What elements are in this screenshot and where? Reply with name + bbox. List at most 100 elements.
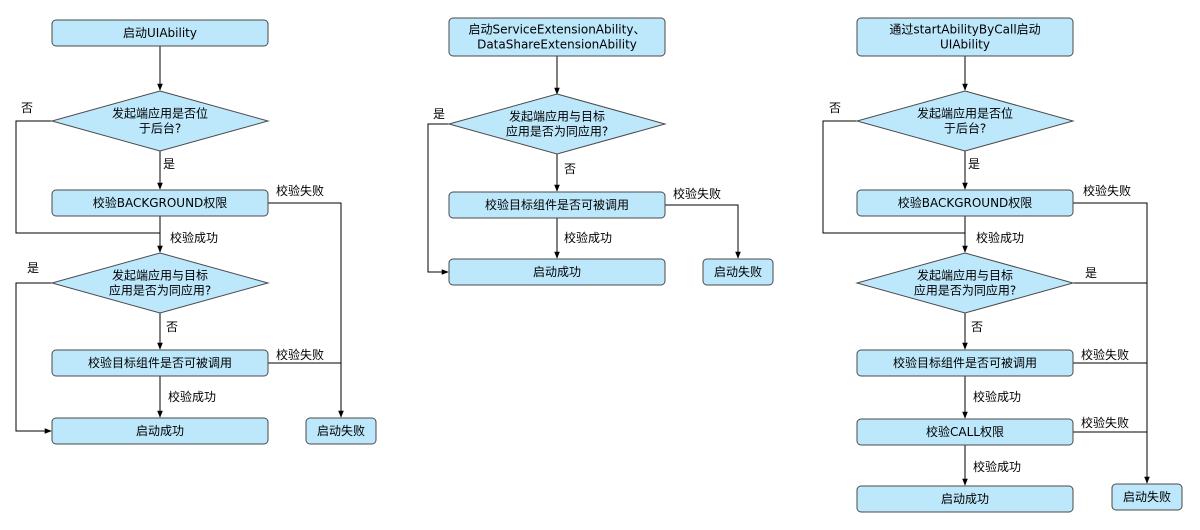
extension-start-node-line-1: DataShareExtensionAbility xyxy=(477,38,637,52)
uiability-label-no-1: 否 xyxy=(21,101,33,115)
startabilitybycall-start-node-line-1: UIAbility xyxy=(940,38,990,52)
startabilitybycall-label-fail-1: 校验失败 xyxy=(1083,183,1131,198)
connector-lines xyxy=(15,46,1150,486)
startabilitybycall-check-background-node-line-0: 校验BACKGROUND权限 xyxy=(898,195,1033,210)
extension-check-target-node: 校验目标组件是否可被调用 xyxy=(448,191,666,219)
extension-label-fail-1: 校验失败 xyxy=(673,186,721,201)
uiability-label-fail-1: 校验失败 xyxy=(276,183,324,198)
uiability-check-target-node-shape xyxy=(51,349,269,377)
extension-q-same-app-decision-shape xyxy=(447,93,667,155)
uiability-start-node-text: 启动UIAbility xyxy=(123,26,197,40)
uiability-check-target-node-line-0: 校验目标组件是否可被调用 xyxy=(88,355,232,370)
uiability-check-background-node: 校验BACKGROUND权限 xyxy=(51,189,269,217)
uiability-start-node-shape xyxy=(51,19,269,47)
extension-q-same-app-decision-line-0: 发起端应用与目标 xyxy=(509,109,605,124)
uiability-check-background-node-line-0: 校验BACKGROUND权限 xyxy=(93,195,228,210)
startabilitybycall-check-call-node-line-0: 校验CALL权限 xyxy=(926,424,1004,439)
extension-success-node-shape xyxy=(448,258,666,286)
uiability-success-node-line-0: 启动成功 xyxy=(136,424,184,438)
uiability-edge-q2-yes xyxy=(15,282,52,434)
uiability-start-node: 启动UIAbility xyxy=(51,19,269,47)
uiability-edge-q1-no xyxy=(15,120,160,234)
startabilitybycall-success-node-line-0: 启动成功 xyxy=(941,492,989,506)
startabilitybycall-fail-node-shape xyxy=(1111,483,1183,511)
uiability-q-background-decision-shape xyxy=(50,90,270,152)
extension-label-no-1: 否 xyxy=(564,162,576,176)
startabilitybycall-q-same-app-decision-shape xyxy=(855,252,1075,314)
uiability-success-node: 启动成功 xyxy=(51,417,269,445)
uiability-check-target-node-text: 校验目标组件是否可被调用 xyxy=(88,355,232,370)
startabilitybycall-check-background-node-shape xyxy=(856,189,1074,217)
startabilitybycall-q-same-app-decision-line-1: 应用是否为同应用? xyxy=(914,283,1016,298)
uiability-fail-node-shape xyxy=(305,417,377,445)
startabilitybycall-label-yes-1: 是 xyxy=(968,157,980,171)
startabilitybycall-edge-q1-no xyxy=(822,120,965,234)
startabilitybycall-check-background-node: 校验BACKGROUND权限 xyxy=(856,189,1074,217)
startabilitybycall-check-target-node-line-0: 校验目标组件是否可被调用 xyxy=(893,355,1037,370)
startabilitybycall-fail-node-text: 启动失败 xyxy=(1123,489,1171,504)
startabilitybycall-label-no-1: 否 xyxy=(829,101,841,115)
extension-fail-node: 启动失败 xyxy=(702,258,774,286)
uiability-check-target-node: 校验目标组件是否可被调用 xyxy=(51,349,269,377)
startabilitybycall-fail-node: 启动失败 xyxy=(1111,483,1183,511)
startabilitybycall-check-call-node-text: 校验CALL权限 xyxy=(926,424,1004,439)
uiability-fail-node-line-0: 启动失败 xyxy=(317,423,365,438)
extension-fail-node-shape xyxy=(702,258,774,286)
extension-start-node-line-0: 启动ServiceExtensionAbility、 xyxy=(469,23,646,37)
uiability-q-background-decision-line-1: 于后台? xyxy=(139,121,181,136)
extension-check-target-node-text: 校验目标组件是否可被调用 xyxy=(485,197,629,212)
uiability-label-fail-2: 校验失败 xyxy=(276,347,324,362)
uiability-check-background-node-shape xyxy=(51,189,269,217)
startabilitybycall-success-node: 启动成功 xyxy=(856,485,1074,513)
startabilitybycall-check-target-node-shape xyxy=(856,349,1074,377)
startabilitybycall-q-background-decision-line-1: 于后台? xyxy=(944,121,986,136)
startabilitybycall-fail-node-line-0: 启动失败 xyxy=(1123,489,1171,504)
extension-check-target-node-line-0: 校验目标组件是否可被调用 xyxy=(485,197,629,212)
extension-label-yes-1: 是 xyxy=(433,107,445,121)
extension-edge-q-yes xyxy=(427,123,449,275)
startabilitybycall-start-node-shape xyxy=(856,17,1074,57)
uiability-q-same-app-decision-shape xyxy=(50,252,270,314)
uiability-success-node-text: 启动成功 xyxy=(136,424,184,438)
extension-success-node-text: 启动成功 xyxy=(533,265,581,279)
startabilitybycall-success-node-text: 启动成功 xyxy=(941,492,989,506)
startabilitybycall-check-target-node-text: 校验目标组件是否可被调用 xyxy=(893,355,1037,370)
extension-success-node-line-0: 启动成功 xyxy=(533,265,581,279)
uiability-q-same-app-decision-line-0: 发起端应用与目标 xyxy=(112,268,208,283)
uiability-check-background-node-text: 校验BACKGROUND权限 xyxy=(93,195,228,210)
extension-label-ok-1: 校验成功 xyxy=(564,230,612,245)
extension-start-node-shape xyxy=(448,17,666,57)
uiability-success-node-shape xyxy=(51,417,269,445)
startabilitybycall-label-no-2: 否 xyxy=(971,320,983,334)
extension-q-same-app-decision-line-1: 应用是否为同应用? xyxy=(506,124,608,139)
extension-fail-node-text: 启动失败 xyxy=(714,264,762,279)
startabilitybycall-label-yes-2: 是 xyxy=(1085,266,1097,280)
extension-start-node-text: 启动ServiceExtensionAbility、DataShareExten… xyxy=(469,23,646,52)
startabilitybycall-label-ok-1: 校验成功 xyxy=(976,230,1024,245)
startabilitybycall-q-background-decision-line-0: 发起端应用是否位 xyxy=(917,106,1013,121)
startabilitybycall-check-target-node: 校验目标组件是否可被调用 xyxy=(856,349,1074,377)
uiability-edge-check1-fail xyxy=(268,202,344,418)
uiability-q-background-decision-line-0: 发起端应用是否位 xyxy=(112,106,208,121)
startabilitybycall-label-fail-2: 校验失败 xyxy=(1081,347,1129,362)
startabilitybycall-q-background-decision-shape xyxy=(855,90,1075,152)
startabilitybycall-edge-check1-fail xyxy=(1073,202,1150,484)
startabilitybycall-q-same-app-decision-line-0: 发起端应用与目标 xyxy=(917,268,1013,283)
startabilitybycall-start-node-line-0: 通过startAbilityByCall启动 xyxy=(889,23,1040,37)
extension-check-target-node-shape xyxy=(448,191,666,219)
edge-labels: 否是校验失败校验成功是否校验失败校验成功是否校验失败校验成功否是校验失败校验成功… xyxy=(21,101,1131,474)
startabilitybycall-check-call-node: 校验CALL权限 xyxy=(856,418,1074,446)
uiability-fail-node-text: 启动失败 xyxy=(317,423,365,438)
